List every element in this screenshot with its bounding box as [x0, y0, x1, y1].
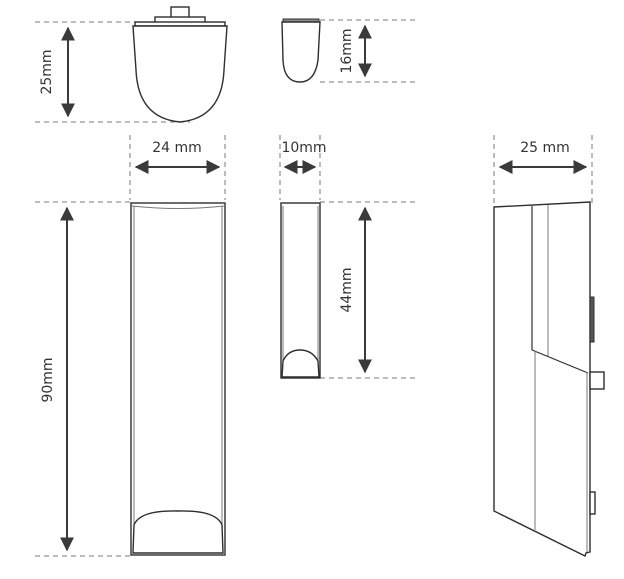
label-90mm: 90mm	[40, 357, 56, 402]
device-side-top-outline	[281, 21, 321, 83]
label-16mm: 16mm	[339, 28, 355, 73]
top-view-front	[35, 6, 228, 123]
side-button	[589, 296, 595, 343]
device-top-outline	[132, 25, 228, 123]
side-view	[279, 135, 418, 379]
label-25mm: 25mm	[39, 49, 55, 94]
side-profile-view	[493, 135, 605, 557]
device-front-outline	[130, 202, 226, 556]
top-view-side	[281, 18, 418, 83]
label-10mm: 10mm	[281, 140, 326, 156]
front-view	[35, 135, 226, 557]
side-sensor-window	[281, 349, 320, 378]
label-44mm: 44mm	[339, 267, 355, 312]
side-tab	[589, 491, 596, 515]
connector	[589, 371, 605, 390]
device-profile-outline	[493, 201, 591, 557]
sensor-window	[132, 510, 224, 554]
label-25mm-width: 25 mm	[520, 140, 570, 156]
label-24mm: 24 mm	[152, 140, 202, 156]
device-side-outline	[280, 202, 321, 379]
